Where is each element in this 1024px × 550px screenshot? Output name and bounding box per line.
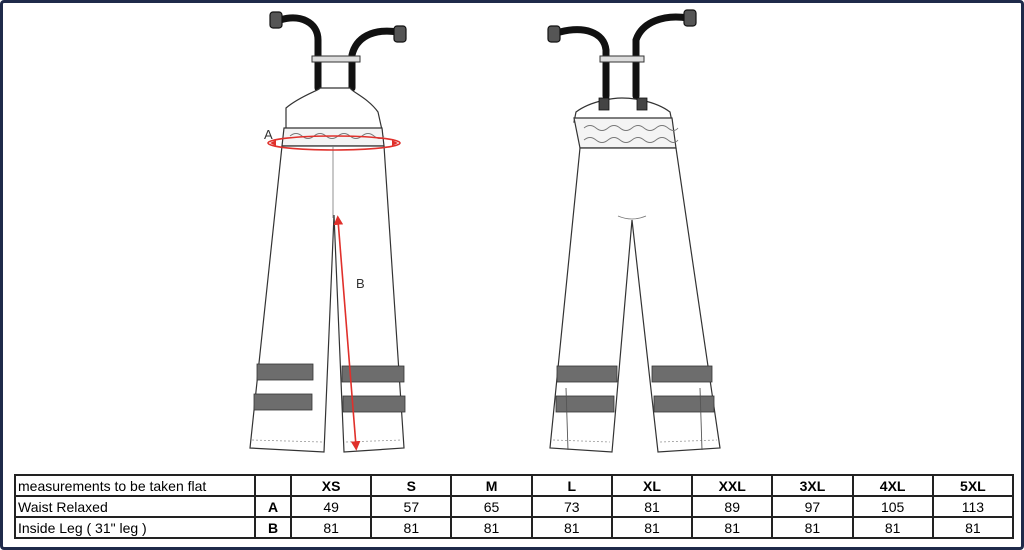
size-header-cell: 4XL (851, 474, 934, 497)
size-header-cell: 5XL (931, 474, 1015, 497)
waist-marker-label: A (264, 127, 273, 142)
table-cell: 81 (771, 516, 854, 539)
row-label: Waist Relaxed (14, 495, 256, 518)
back-reflective-bands (555, 365, 715, 413)
waist-measure-arrow-icon (267, 135, 401, 151)
table-cell: 81 (450, 516, 533, 539)
leg-marker-label: B (356, 276, 365, 291)
table-cell: 81 (370, 516, 453, 539)
size-header-cell: 3XL (771, 474, 854, 497)
size-header-cell: L (530, 474, 613, 497)
row-code: B (254, 516, 292, 539)
size-header-cell: XXL (691, 474, 774, 497)
row-code: A (254, 495, 292, 518)
table-cell: 97 (771, 495, 854, 518)
table-cell: 57 (370, 495, 453, 518)
table-cell: 81 (931, 516, 1015, 539)
table-row-waist: Waist Relaxed A 49 57 65 73 81 89 97 105… (14, 495, 1015, 518)
table-cell: 65 (450, 495, 533, 518)
table-cell: 81 (851, 516, 934, 539)
table-cell: 49 (289, 495, 373, 518)
bib-trousers-back-icon (547, 9, 721, 453)
size-header-cell: XS (289, 474, 373, 497)
table-cell: 81 (610, 495, 694, 518)
code-header-cell (254, 474, 292, 497)
front-strap-right (348, 27, 402, 92)
table-row-inside-leg: Inside Leg ( 31" leg ) B 81 81 81 81 81 … (14, 516, 1015, 539)
size-chart-table: measurements to be taken flat XS S M L X… (14, 474, 1015, 539)
inside-leg-measure-arrow-icon (333, 215, 361, 451)
table-cell: 105 (851, 495, 934, 518)
back-waistband (573, 117, 677, 149)
garment-illustration: A B (249, 9, 721, 453)
size-header-cell: XL (610, 474, 694, 497)
table-cell: 73 (530, 495, 613, 518)
table-cell: 89 (691, 495, 774, 518)
table-cell: 113 (931, 495, 1015, 518)
size-header-cell: S (370, 474, 453, 497)
table-cell: 81 (530, 516, 613, 539)
front-strap-left (276, 14, 322, 92)
table-cell: 81 (610, 516, 694, 539)
measurement-note: measurements to be taken flat (14, 474, 256, 497)
size-header-row: measurements to be taken flat XS S M L X… (14, 474, 1015, 497)
size-header-cell: M (450, 474, 533, 497)
table-cell: 81 (691, 516, 774, 539)
bib-trousers-front-icon (249, 11, 407, 453)
row-label: Inside Leg ( 31" leg ) (14, 516, 256, 539)
table-cell: 81 (289, 516, 373, 539)
